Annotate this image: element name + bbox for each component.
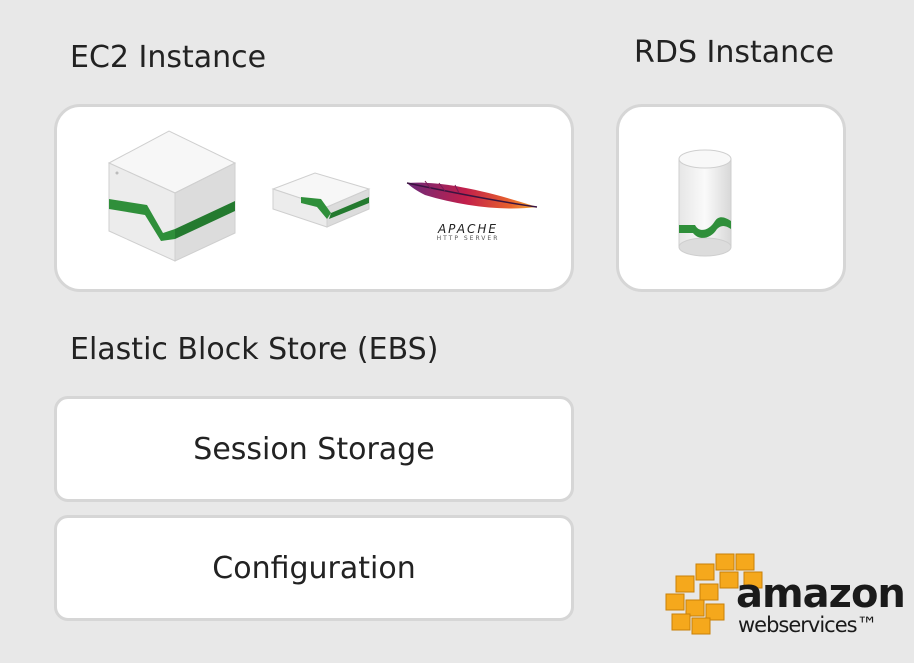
apache-logo-subtext: HTTP SERVER (436, 235, 500, 242)
aws-cubes-icon (665, 553, 763, 635)
rds-instance-panel (616, 104, 846, 292)
database-cylinder-icon (678, 149, 732, 257)
aws-logo-webservices-text: webservices™ (738, 613, 878, 637)
session-storage-box: Session Storage (54, 396, 574, 502)
session-storage-label: Session Storage (193, 431, 435, 467)
aws-logo-amazon-text: amazon (736, 571, 906, 617)
ec2-instance-title: EC2 Instance (70, 40, 267, 75)
ebs-title: Elastic Block Store (EBS) (70, 332, 439, 367)
apache-feather-logo: APACHE HTTP SERVER (405, 177, 541, 249)
apache-logo-text: APACHE (437, 222, 499, 236)
configuration-box: Configuration (54, 515, 574, 621)
ec2-instance-panel: APACHE HTTP SERVER (54, 104, 574, 292)
large-server-cube-icon (107, 130, 237, 262)
aws-logo: amazon webservices™ (664, 552, 906, 642)
configuration-label: Configuration (212, 550, 416, 586)
rds-instance-title: RDS Instance (634, 35, 835, 70)
apache-feather-icon (406, 180, 538, 209)
small-server-box-icon (271, 172, 371, 228)
